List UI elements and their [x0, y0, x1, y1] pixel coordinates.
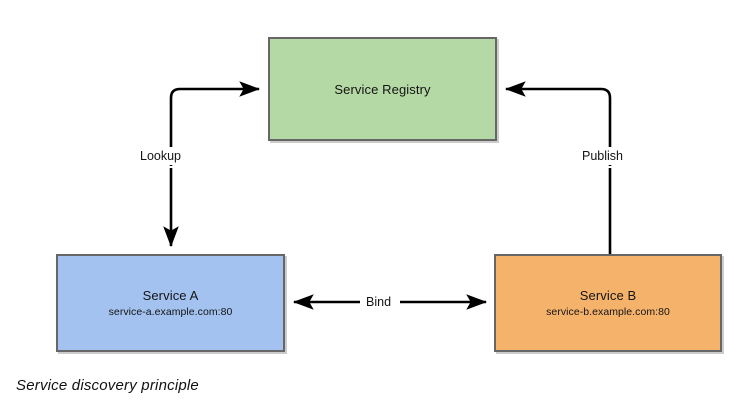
- edge-label-publish: Publish: [578, 147, 627, 165]
- node-service-registry[interactable]: Service Registry: [268, 37, 497, 141]
- node-title: Service B: [579, 287, 637, 303]
- node-title: Service Registry: [334, 81, 431, 97]
- edge-label-bind: Bind: [362, 293, 396, 311]
- edge-lookup-to-registry: [169, 81, 261, 166]
- node-subtitle: service-b.example.com:80: [546, 305, 670, 318]
- figure-caption: Service discovery principle: [16, 377, 199, 394]
- edge-label-lookup: Lookup: [136, 147, 186, 165]
- edge-publish-to-registry: [504, 81, 612, 166]
- node-service-a[interactable]: Service A service-a.example.com:80: [56, 254, 285, 352]
- node-title: Service A: [142, 287, 199, 303]
- node-service-b[interactable]: Service B service-b.example.com:80: [494, 254, 722, 352]
- node-subtitle: service-a.example.com:80: [108, 305, 233, 318]
